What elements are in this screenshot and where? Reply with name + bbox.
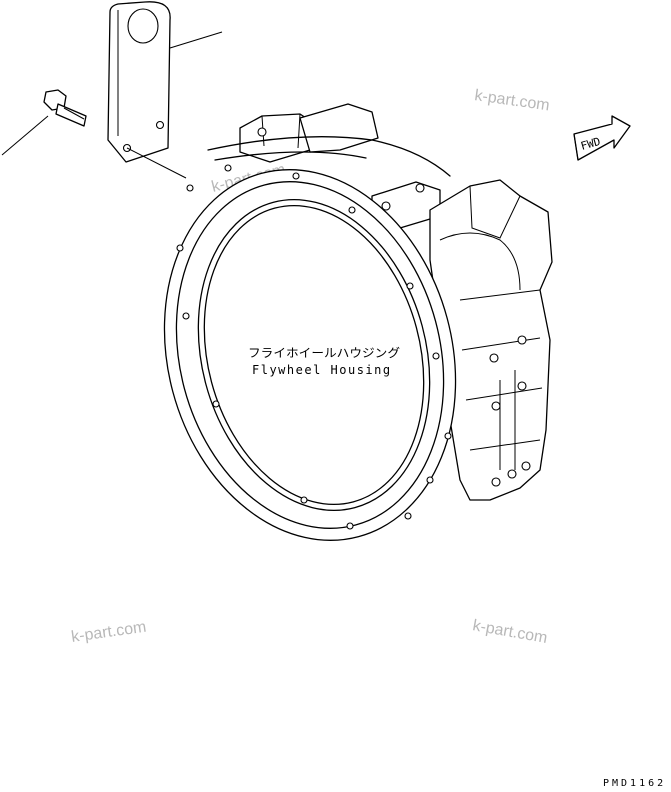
fwd-arrow-icon: FWD <box>573 115 631 161</box>
part-name-japanese: フライホイールハウジング <box>248 346 400 360</box>
part-name-english: Flywheel Housing <box>252 363 392 377</box>
fwd-label: FWD <box>579 135 602 153</box>
flywheel-housing <box>163 103 553 541</box>
watermark-bottom-right: k-part.com <box>471 617 548 647</box>
bolt <box>1 89 87 156</box>
watermark-bottom-left: k-part.com <box>70 619 147 646</box>
drawing-code: PMD1162 <box>603 778 666 789</box>
watermark-top-right: k-part.com <box>473 87 550 114</box>
bracket <box>107 1 223 179</box>
